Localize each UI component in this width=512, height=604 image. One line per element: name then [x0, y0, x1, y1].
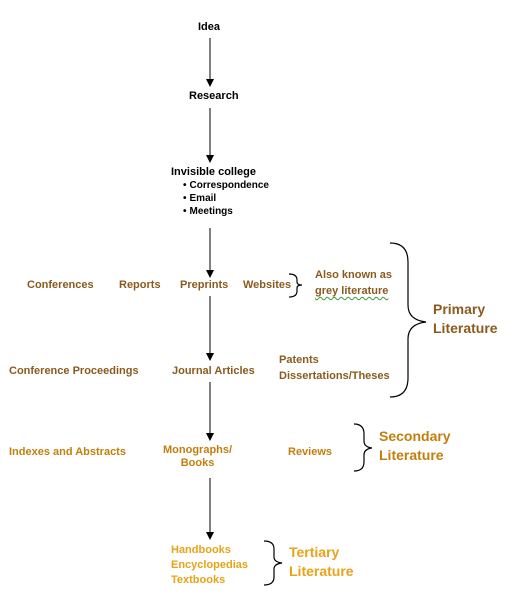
node-conferences: Conferences — [27, 279, 94, 291]
node-preprints: Preprints — [180, 279, 229, 291]
node-monographs-books: Monographs/ Books — [163, 444, 232, 470]
grey-note-line2: grey literature — [315, 285, 389, 297]
node-research: Research — [189, 90, 239, 102]
invisible-college-list: Correspondence Email Meetings — [183, 179, 269, 218]
node-idea: Idea — [198, 21, 221, 33]
primary-label-line1: Primary — [433, 301, 486, 317]
secondary-label-line1: Secondary — [379, 428, 451, 444]
node-journal-articles: Journal Articles — [172, 365, 255, 377]
label-secondary-literature: Secondary Literature — [379, 427, 451, 465]
brace-primary — [389, 242, 427, 398]
node-indexes-abstracts: Indexes and Abstracts — [9, 446, 126, 458]
tertiary-label-line1: Tertiary — [289, 544, 340, 560]
primary-label-line2: Literature — [433, 320, 498, 336]
brace-grey-literature — [288, 273, 303, 298]
list-item: Email — [183, 192, 269, 205]
node-invisible-college: Invisible college Correspondence Email M… — [171, 166, 269, 218]
monographs-line1: Monographs/ — [163, 444, 233, 456]
list-item: Correspondence — [183, 179, 269, 192]
node-websites: Websites — [243, 279, 292, 291]
node-dissertations: Dissertations/Theses — [279, 370, 390, 382]
label-primary-literature: Primary Literature — [433, 300, 498, 338]
tertiary-label-line2: Literature — [289, 563, 354, 579]
grey-note-line1: Also known as — [315, 269, 393, 281]
node-reports: Reports — [119, 279, 161, 291]
node-reviews: Reviews — [288, 446, 333, 458]
monographs-line2: Books — [180, 457, 215, 469]
node-patents: Patents — [279, 354, 319, 366]
invisible-college-title: Invisible college — [171, 166, 256, 178]
node-handbooks: Handbooks — [171, 544, 231, 556]
brace-secondary — [353, 423, 373, 472]
node-tertiary-list: Handbooks Encyclopedias Textbooks — [171, 543, 248, 588]
node-textbooks: Textbooks — [171, 574, 226, 586]
node-conference-proceedings: Conference Proceedings — [9, 365, 139, 377]
secondary-label-line2: Literature — [379, 447, 444, 463]
brace-tertiary — [263, 540, 283, 586]
node-encyclopedias: Encyclopedias — [171, 559, 249, 571]
list-item: Meetings — [183, 205, 269, 218]
grey-literature-note: Also known as grey literature — [315, 269, 392, 298]
label-tertiary-literature: Tertiary Literature — [289, 543, 354, 581]
